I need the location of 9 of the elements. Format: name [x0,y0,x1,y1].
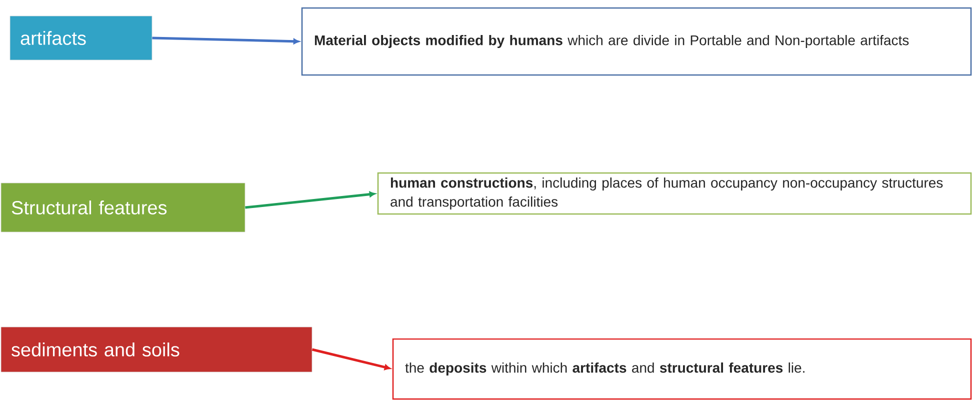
category-box: sediments and soils [0,326,312,372]
arrow [152,36,300,44]
category-box: Structural features [0,182,246,232]
arrow [245,191,376,209]
description-box: Material objects modified by humans which are divide in Portable and Non-portable artifacts [301,7,972,76]
description-box: the deposits within which artifacts and structural features lie. [392,338,972,400]
arrow [312,348,390,370]
category-box: artifacts [10,16,152,60]
description-box: human constructions, including places of human occupancy non-occupancy structures and transportation facilities [377,172,972,215]
